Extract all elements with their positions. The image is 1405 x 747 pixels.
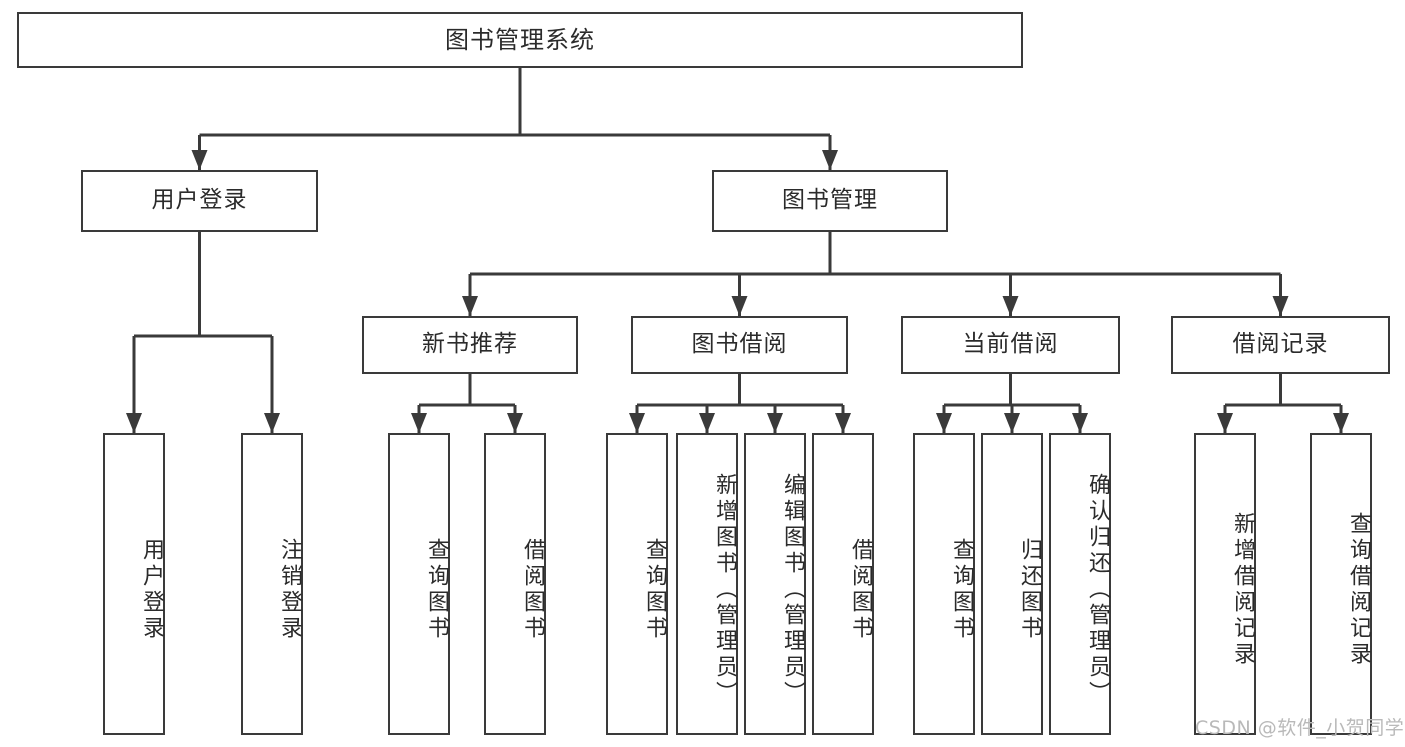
node-leaf-edit-book[interactable]: 编辑图书（管理员）: [744, 433, 806, 735]
node-label: 新书推荐: [422, 331, 518, 358]
node-book-manage[interactable]: 图书管理: [712, 170, 948, 232]
node-leaf-add-record[interactable]: 新增借阅记录: [1194, 433, 1256, 735]
node-label: 图书管理: [782, 187, 878, 214]
node-leaf-add-book[interactable]: 新增图书（管理员）: [676, 433, 738, 735]
node-leaf-query-book-2[interactable]: 查询图书: [606, 433, 668, 735]
node-label: 新增借阅记录: [1230, 512, 1255, 668]
node-leaf-logout[interactable]: 注销登录: [241, 433, 303, 735]
node-new-book-recommend[interactable]: 新书推荐: [362, 316, 578, 374]
node-leaf-query-record[interactable]: 查询借阅记录: [1310, 433, 1372, 735]
node-leaf-borrow-book-1[interactable]: 借阅图书: [484, 433, 546, 735]
node-label: 查询图书: [424, 538, 449, 642]
node-current-borrow[interactable]: 当前借阅: [901, 316, 1120, 374]
node-user-login[interactable]: 用户登录: [81, 170, 318, 232]
node-leaf-query-book-1[interactable]: 查询图书: [388, 433, 450, 735]
node-label: 注销登录: [277, 538, 302, 642]
node-label: 查询图书: [949, 538, 974, 642]
node-leaf-query-book-3[interactable]: 查询图书: [913, 433, 975, 735]
node-label: 图书借阅: [691, 331, 788, 358]
csdn-watermark: CSDN @软件_小贺同学: [1195, 717, 1405, 739]
node-label: 借阅图书: [520, 538, 545, 642]
node-label: 查询图书: [642, 538, 667, 642]
node-label: 归还图书: [1017, 538, 1042, 642]
node-leaf-confirm-return[interactable]: 确认归还（管理员）: [1049, 433, 1111, 735]
node-label: 查询借阅记录: [1346, 512, 1371, 668]
node-label: 借阅图书: [848, 538, 873, 642]
node-root[interactable]: 图书管理系统: [17, 12, 1023, 68]
node-label: 新增图书（管理员）: [712, 473, 737, 707]
node-label: 当前借阅: [962, 331, 1059, 358]
node-borrow-records[interactable]: 借阅记录: [1171, 316, 1390, 374]
node-label: 确认归还（管理员）: [1085, 473, 1110, 707]
node-label: 借阅记录: [1232, 331, 1329, 358]
node-label: 图书管理系统: [445, 25, 595, 54]
node-leaf-return-book[interactable]: 归还图书: [981, 433, 1043, 735]
node-leaf-user-login[interactable]: 用户登录: [103, 433, 165, 735]
node-label: 编辑图书（管理员）: [780, 473, 805, 707]
node-book-borrow[interactable]: 图书借阅: [631, 316, 848, 374]
node-label: 用户登录: [139, 538, 164, 642]
node-leaf-borrow-book-2[interactable]: 借阅图书: [812, 433, 874, 735]
node-label: 用户登录: [151, 187, 248, 214]
